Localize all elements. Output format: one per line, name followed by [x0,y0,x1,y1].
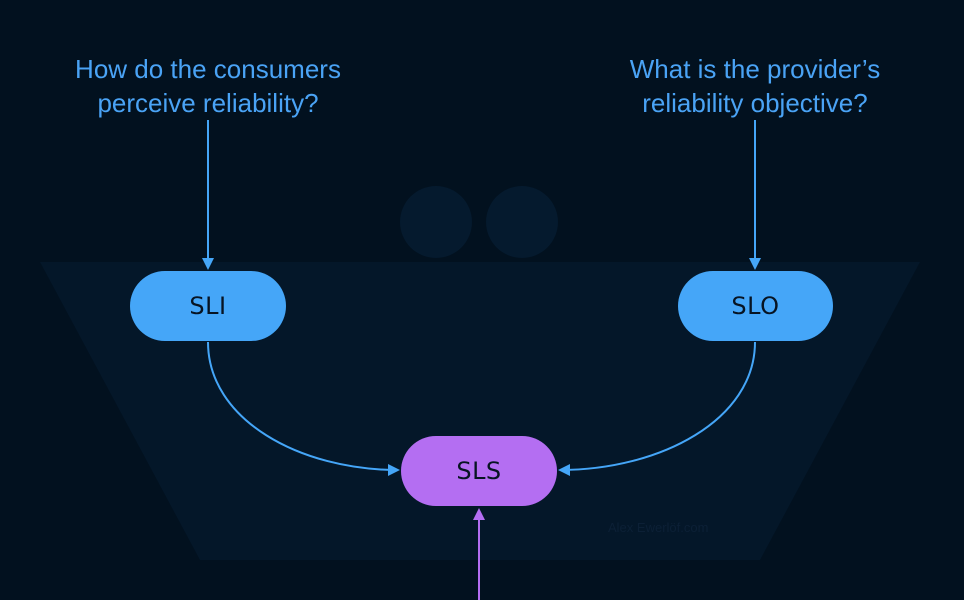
slo-node: SLO [678,271,833,341]
watermark: Alex Ewerlöf.com [608,520,709,535]
provider-question-line-1: What is the provider’s [629,54,881,84]
sli-node: SLI [130,271,286,341]
provider-question-line-2: reliability objective? [642,88,868,118]
arrow-slo-to-sls [558,341,756,476]
provider-question: What is the provider’s reliability objec… [575,52,935,120]
consumer-question: How do the consumers perceive reliabilit… [28,52,388,120]
sli-label: SLI [189,292,227,320]
sls-node: SLS [401,436,557,506]
sls-label: SLS [456,457,502,485]
arrow-sli-to-sls [207,341,400,476]
consumer-question-line-2: perceive reliability? [97,88,319,118]
consumer-question-line-1: How do the consumers [75,54,341,84]
slo-label: SLO [731,292,780,320]
